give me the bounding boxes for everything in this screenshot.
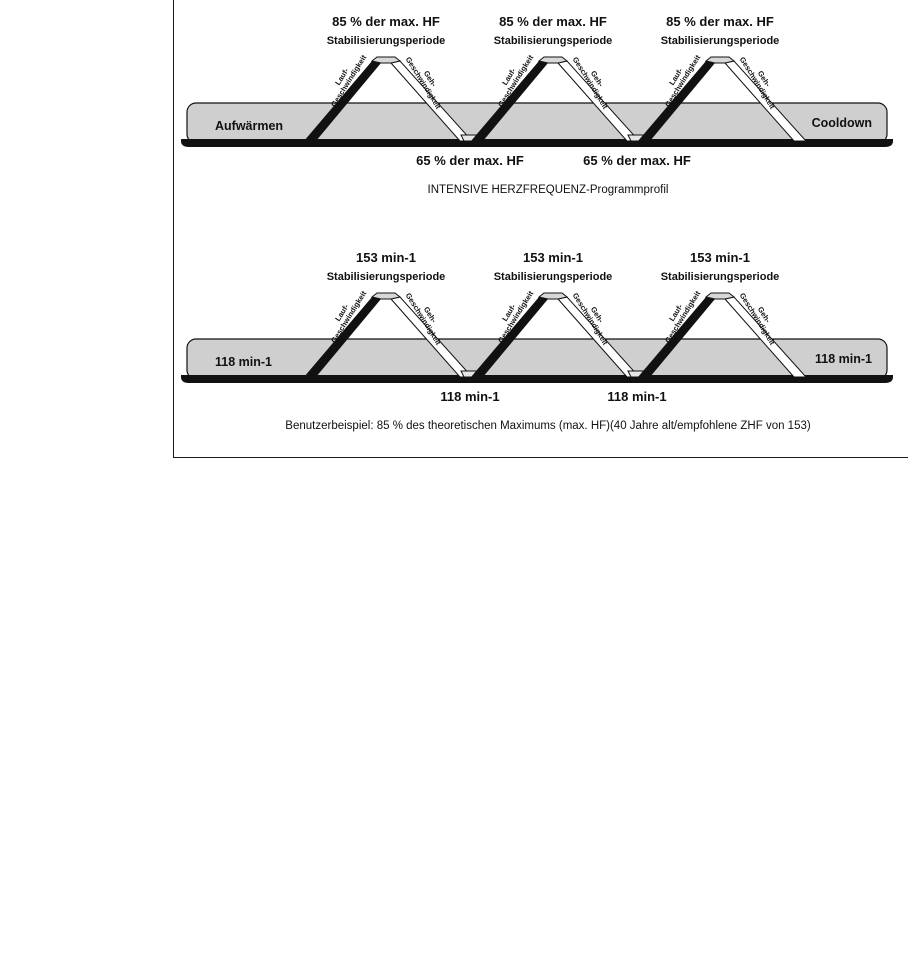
valley-value-2: 118 min-1 xyxy=(607,389,666,404)
baseline-bar xyxy=(181,375,893,383)
run-slope-3 xyxy=(638,61,715,141)
peak-value-1: 85 % der max. HF xyxy=(332,14,440,29)
peak-platform-1 xyxy=(370,56,402,64)
valley-value-2: 65 % der max. HF xyxy=(583,153,691,168)
peak-value-3: 153 min-1 xyxy=(690,250,750,265)
peak-subtitle-1: Stabilisierungsperiode xyxy=(327,35,446,47)
run-slope-2 xyxy=(471,297,548,377)
peak-subtitle-3: Stabilisierungsperiode xyxy=(661,35,780,47)
peak-value-1: 153 min-1 xyxy=(356,250,416,265)
band-right-label: 118 min-1 xyxy=(815,352,872,366)
peak-platform-2 xyxy=(537,56,569,64)
peak-subtitle-2: Stabilisierungsperiode xyxy=(494,271,613,283)
peak-value-3: 85 % der max. HF xyxy=(666,14,774,29)
peak-value-2: 153 min-1 xyxy=(523,250,583,265)
run-slope-3 xyxy=(638,297,715,377)
peak-subtitle-1: Stabilisierungsperiode xyxy=(327,271,446,283)
band-right-label: Cooldown xyxy=(812,116,872,130)
caption: Benutzerbeispiel: 85 % des theoretischen… xyxy=(285,420,811,432)
run-slope-2 xyxy=(471,61,548,141)
peak-value-2: 85 % der max. HF xyxy=(499,14,607,29)
peak-platform-3 xyxy=(704,56,736,64)
run-slope-1 xyxy=(304,61,381,141)
band-left-label: 118 min-1 xyxy=(215,355,272,369)
peak-subtitle-2: Stabilisierungsperiode xyxy=(494,35,613,47)
peak-platform-3 xyxy=(704,292,736,300)
panel-user-example: 153 min-1StabilisierungsperiodeLauf-Gesc… xyxy=(181,250,893,432)
run-slope-1 xyxy=(304,297,381,377)
peak-platform-1 xyxy=(370,292,402,300)
caption: INTENSIVE HERZFREQUENZ-Programmprofil xyxy=(428,184,669,196)
valley-value-1: 65 % der max. HF xyxy=(416,153,524,168)
panel-intensive-profile: 85 % der max. HFStabilisierungsperiodeLa… xyxy=(181,14,893,196)
peak-subtitle-3: Stabilisierungsperiode xyxy=(661,271,780,283)
band-left-label: Aufwärmen xyxy=(215,119,283,133)
valley-value-1: 118 min-1 xyxy=(440,389,499,404)
peak-platform-2 xyxy=(537,292,569,300)
baseline-bar xyxy=(181,139,893,147)
